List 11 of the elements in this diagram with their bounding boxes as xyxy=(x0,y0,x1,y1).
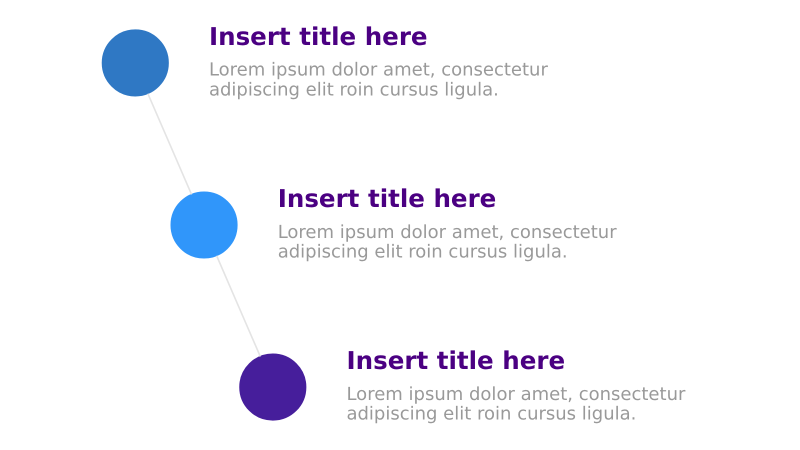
node-circle xyxy=(101,29,168,96)
connector xyxy=(215,255,261,357)
node-label: Insert title here xyxy=(346,346,565,376)
node-label: Insert title here xyxy=(277,184,496,213)
connector xyxy=(146,93,192,195)
node-label: Lorem ipsum dolor amet, consectetur adipiscing elit roin cursus ligula. xyxy=(277,222,616,262)
node-circle xyxy=(238,354,306,421)
node-circle xyxy=(170,191,238,259)
node-label: Insert title here xyxy=(208,22,428,51)
node-label: Lorem ipsum dolor amet, consectetur adipiscing elit roin cursus ligula. xyxy=(346,384,685,424)
node-label: Lorem ipsum dolor amet, consectetur adipiscing elit roin cursus ligula. xyxy=(208,60,548,100)
